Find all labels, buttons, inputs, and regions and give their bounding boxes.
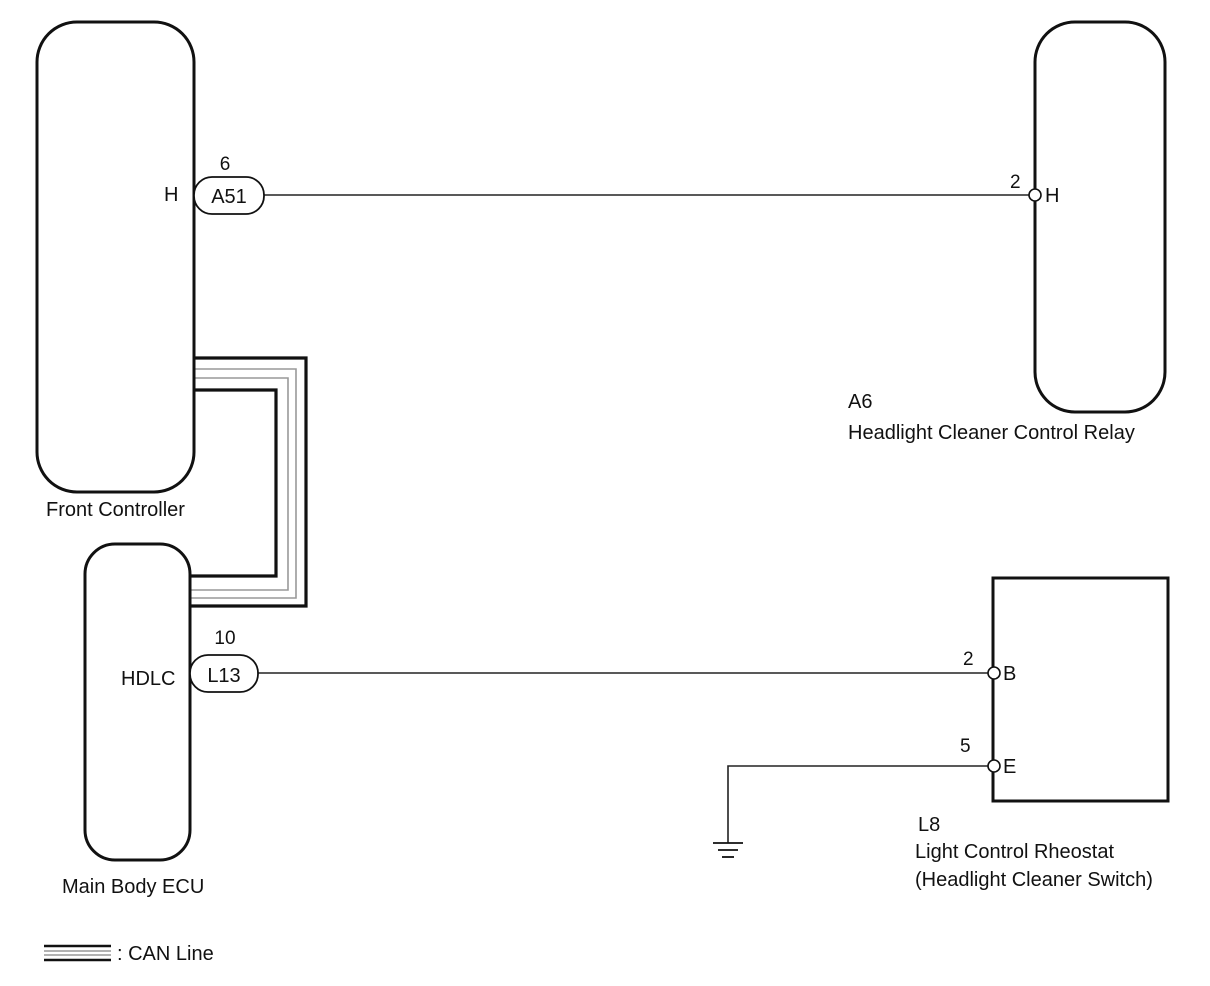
connector-l13-pin: 10 <box>214 628 235 649</box>
rheostat-terminal-e: E <box>1003 756 1016 778</box>
can-gray-wire-2 <box>188 377 289 591</box>
main-body-ecu-terminal-hdlc: HDLC <box>121 668 175 690</box>
connector-a51 <box>193 176 265 215</box>
relay-box <box>1033 20 1167 414</box>
rheostat-terminal-e-point <box>987 759 1001 773</box>
rheostat-name-line2: (Headlight Cleaner Switch) <box>915 869 1153 891</box>
relay-pin-2: 2 <box>1010 172 1021 193</box>
main-body-ecu-box <box>83 542 192 862</box>
can-gray-wire-1 <box>188 368 297 599</box>
legend-can-line-symbol <box>44 944 111 962</box>
connector-l13-code: L13 <box>207 665 240 687</box>
can-inner-wire <box>188 388 278 578</box>
can-outer-wire <box>188 356 308 608</box>
connector-a51-pin: 6 <box>220 154 231 175</box>
rheostat-terminal-b-point <box>987 666 1001 680</box>
relay-code: A6 <box>848 391 872 413</box>
can-line-bundle <box>188 356 308 608</box>
front-controller-box <box>35 20 196 494</box>
relay-name: Headlight Cleaner Control Relay <box>848 422 1135 444</box>
front-controller-terminal-h: H <box>164 184 178 206</box>
rheostat-terminal-b: B <box>1003 663 1016 685</box>
rheostat-code: L8 <box>918 814 940 836</box>
rheostat-pin-5: 5 <box>960 736 971 757</box>
connector-l13 <box>189 654 259 693</box>
front-controller-label: Front Controller <box>46 499 185 521</box>
legend-can-line-label: : CAN Line <box>117 943 214 965</box>
rheostat-pin-2: 2 <box>963 649 974 670</box>
rheostat-name-line1: Light Control Rheostat <box>915 841 1114 863</box>
rheostat-box <box>991 576 1170 803</box>
wire-ground <box>727 765 988 843</box>
main-body-ecu-label: Main Body ECU <box>62 876 204 898</box>
ground-icon <box>713 842 743 858</box>
relay-terminal-h-point <box>1028 188 1042 202</box>
connector-a51-code: A51 <box>211 186 247 208</box>
relay-terminal-h: H <box>1045 185 1059 207</box>
